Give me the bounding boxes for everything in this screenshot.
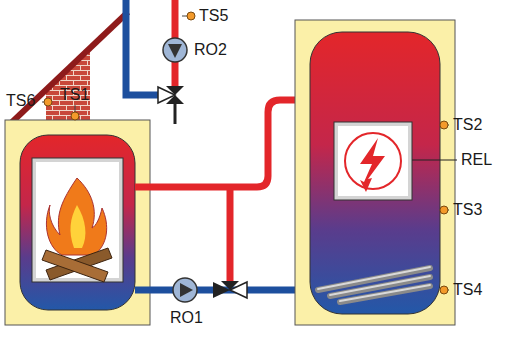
stove-boiler <box>20 135 135 310</box>
bypass-pipe <box>227 187 234 281</box>
leader-line <box>412 160 457 161</box>
sensor-label: TS5 <box>199 8 228 24</box>
electric-heater <box>334 122 412 200</box>
pump-symbol <box>163 38 187 62</box>
flame <box>70 205 85 248</box>
pump-symbol <box>173 278 197 302</box>
sensor-label: TS6 <box>6 93 35 109</box>
heater-inner <box>338 126 408 196</box>
heat-exchanger <box>318 268 430 302</box>
sensor-label: TS3 <box>453 202 482 218</box>
valve-symbol <box>230 282 247 298</box>
sensor-dot <box>71 112 79 120</box>
sensor-label: TS4 <box>453 282 482 298</box>
valve-symbol <box>213 282 230 298</box>
sensor-dot <box>44 98 52 106</box>
tank-housing <box>295 20 455 325</box>
flame <box>46 178 106 255</box>
pump-arrow <box>180 283 193 297</box>
sensor-label: RO2 <box>194 42 227 58</box>
storage-tank <box>310 32 440 314</box>
firebox <box>32 158 123 282</box>
sensor-dot <box>187 12 195 20</box>
flow-pipe <box>135 100 312 187</box>
blue-pipe <box>126 0 168 95</box>
lightning <box>360 138 385 192</box>
pump-arrow <box>168 44 182 58</box>
stove-housing <box>5 120 150 325</box>
sensor-label: TS2 <box>453 117 482 133</box>
valve-symbol <box>158 87 175 103</box>
pipe <box>174 104 177 124</box>
sensor-dots <box>440 121 449 294</box>
sensor-label: RO1 <box>170 310 203 326</box>
heat-exchanger <box>318 267 430 301</box>
sensor-label: REL <box>461 152 492 168</box>
sensor-label: TS1 <box>60 87 89 103</box>
log <box>42 250 108 282</box>
